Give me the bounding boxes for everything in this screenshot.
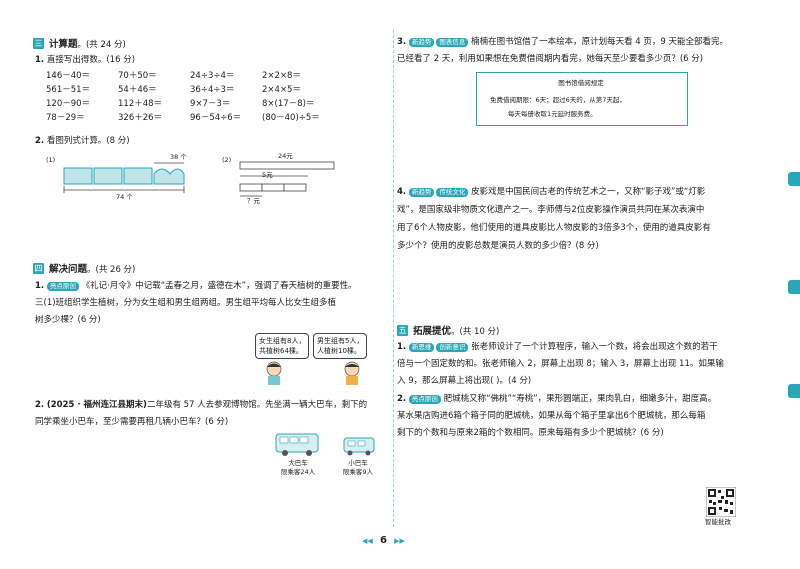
problem-1-line-1: 1. 亮点原创 《礼记·月令》中记载“孟春之月，盛德在木”，强调了春天植树的重要… bbox=[35, 281, 357, 291]
innovation-tag: 创新意识 bbox=[436, 343, 469, 352]
section-title: 计算题。(共 24 分) bbox=[49, 39, 126, 50]
new-trend-tag: 新趋势 bbox=[408, 188, 435, 197]
problem-2-line-1: 2. (2025 · 福州连江县期末)二年级有 57 人去参观博物馆。先坐满一辆… bbox=[35, 400, 368, 410]
edge-tab-marker bbox=[788, 172, 800, 186]
extension-2-line-2: 某水果店购进6箱个箱子同的肥城桃，如果从每个箱子里拿出6个肥城桃，那么每箱 bbox=[397, 411, 706, 421]
arithmetic-item: 146－40＝ bbox=[46, 71, 91, 81]
page-footer: ◀◀ 6 ▶▶ bbox=[362, 534, 405, 548]
column-divider bbox=[393, 30, 394, 527]
section-number-badge: 三 bbox=[33, 37, 44, 49]
bus-illustration bbox=[275, 433, 375, 456]
extension-1-line-2: 倍与一个固定数的和。张老师输入 2，屏幕上出现 8；输入 3，屏幕上出现 11。… bbox=[397, 359, 724, 369]
arithmetic-item: 326＋26＝ bbox=[118, 113, 163, 123]
question-1-prompt: 1. 直接写出得数。(16 分) bbox=[35, 55, 136, 65]
section-title: 解决问题。(共 26 分) bbox=[49, 264, 136, 275]
next-page-arrows[interactable]: ▶▶ bbox=[394, 537, 405, 545]
figure-2-top-label: 24元 bbox=[278, 152, 293, 160]
qr-code-label: 智能批改 bbox=[705, 518, 731, 526]
arithmetic-item: 112＋48＝ bbox=[118, 99, 163, 109]
question-3-line-1: 3. 新趋势图表信息 楠楠在图书馆借了一本绘本，原计划每天看 4 页，9 天能全… bbox=[397, 37, 728, 47]
highlight-original-tag: 亮点原创 bbox=[408, 395, 441, 404]
speech-bubble-boys: 男生组有5人，人植树10棵。 bbox=[313, 333, 368, 359]
edge-tab-marker bbox=[788, 280, 800, 294]
section-header-calc: 三 计算题。(共 24 分) bbox=[33, 36, 126, 50]
arithmetic-item: 120－90＝ bbox=[46, 99, 91, 109]
library-rules-box bbox=[476, 72, 688, 126]
question-2-prompt: 2. 看图列式计算。(8 分) bbox=[35, 136, 130, 146]
figure-1-top-label: 38 个 bbox=[170, 153, 187, 161]
arithmetic-item: 24÷3÷4＝ bbox=[190, 71, 235, 81]
page-number: 6 bbox=[379, 535, 387, 546]
arithmetic-item: 96－54÷6＝ bbox=[190, 113, 242, 123]
question-3-line-2: 已经看了 2 天，利用如果想在免费借阅期内看完，她每天至少要看多少页？(6 分) bbox=[397, 54, 704, 64]
section-header-problems: 四 解决问题。(共 26 分) bbox=[33, 261, 135, 275]
problem-2-line-2: 同学乘坐小巴车，至少需要再租几辆小巴车？(6 分) bbox=[35, 417, 229, 427]
chart-info-tag: 图表信息 bbox=[436, 38, 469, 47]
arithmetic-item: 2×2×8＝ bbox=[262, 71, 301, 81]
library-rules-line-1: 免费借阅期限：6天；超过6天的，从第7天起， bbox=[490, 96, 626, 104]
arithmetic-item: 70＋50＝ bbox=[118, 71, 157, 81]
extension-2-line-1: 2. 亮点原创 肥城桃又称“佛桃”“寿桃”，果形圆端正，果肉乳白，细嫩多汁，甜度… bbox=[397, 394, 717, 404]
problem-1-line-3: 树多少棵？(6 分) bbox=[35, 315, 101, 325]
figure-2-label: (2) bbox=[222, 156, 232, 164]
arithmetic-item: 54＋46＝ bbox=[118, 85, 157, 95]
figure-1-bottom-label: 74 个 bbox=[116, 193, 133, 201]
question-4-line-4: 多少个？使用的皮影总数是演员人数的多少倍？(8 分) bbox=[397, 241, 599, 251]
children-illustration bbox=[266, 361, 360, 385]
arithmetic-grid: 146－40＝ 70＋50＝ 24÷3÷4＝ 2×2×8＝ 561－51＝ 54… bbox=[46, 70, 342, 125]
figure-1-boxes-diagram bbox=[63, 162, 185, 193]
bus-large-caption: 大巴车限乘客24人 bbox=[280, 459, 316, 476]
traditional-culture-tag: 传统文化 bbox=[436, 188, 469, 197]
speech-bubble-girls: 女生组有8人，共植树64棵。 bbox=[255, 333, 310, 359]
section-number-badge: 四 bbox=[33, 262, 44, 274]
extension-1-line-1: 1. 新思维创新意识 张老师设计了一个计算程序，输入一个数，将会出现这个数的若干 bbox=[397, 342, 718, 352]
section-header-extension: 五 拓展提优。(共 10 分) bbox=[397, 323, 499, 337]
arithmetic-item: 8×(17－8)＝ bbox=[262, 99, 315, 109]
arithmetic-item: (80－40)÷5＝ bbox=[262, 113, 320, 123]
extension-1-line-3: 入 9，那么屏幕上将出现( )。(4 分) bbox=[397, 376, 532, 386]
highlight-original-tag: 亮点原创 bbox=[46, 282, 79, 291]
qr-code-icon[interactable] bbox=[706, 487, 736, 517]
arithmetic-item: 78－29＝ bbox=[46, 113, 85, 123]
arithmetic-item: 561－51＝ bbox=[46, 85, 91, 95]
extension-2-line-3: 剩下的个数和与原来2箱的个数相同。原来每箱有多少个肥城桃？(6 分) bbox=[397, 428, 664, 438]
section-title: 拓展提优。(共 10 分) bbox=[413, 326, 500, 337]
question-4-line-3: 用了6个人物皮影，他们使用的道具皮影比人物皮影的3倍多3个，使用的道具皮影有 bbox=[397, 223, 711, 233]
arithmetic-item: 2×4×5＝ bbox=[262, 85, 301, 95]
figure-2-bottom-label: ？元 bbox=[247, 197, 260, 205]
new-thinking-tag: 新思维 bbox=[408, 343, 435, 352]
bus-small-caption: 小巴车限乘客9人 bbox=[342, 459, 374, 476]
question-4-line-1: 4. 新趋势传统文化 皮影戏是中国民间古老的传统艺术之一，又称“影子戏”或“灯影 bbox=[397, 187, 706, 197]
library-rules-title: 图书馆借阅规定 bbox=[558, 79, 604, 87]
figure-1-label: (1) bbox=[46, 156, 56, 164]
section-number-badge: 五 bbox=[397, 324, 408, 336]
arithmetic-item: 9×7－3＝ bbox=[190, 99, 231, 109]
arithmetic-item: 36÷4÷3＝ bbox=[190, 85, 235, 95]
figure-2-bar-diagram bbox=[239, 161, 335, 197]
prev-page-arrows[interactable]: ◀◀ bbox=[362, 537, 373, 545]
edge-tab-marker bbox=[788, 384, 800, 398]
question-4-line-2: 戏”，是国家级非物质文化遗产之一。李师傅与2位皮影操作演员共同在某次表演中 bbox=[397, 205, 705, 215]
figure-2-mid-label: 5元 bbox=[262, 171, 273, 179]
new-trend-tag: 新趋势 bbox=[408, 38, 435, 47]
problem-1-line-2: 三(1)班组织学生植树，分为女生组和男生组两组。男生组平均每人比女生组多植 bbox=[35, 298, 337, 308]
library-rules-line-2: 每天每册收取1元延时服务费。 bbox=[508, 110, 597, 118]
